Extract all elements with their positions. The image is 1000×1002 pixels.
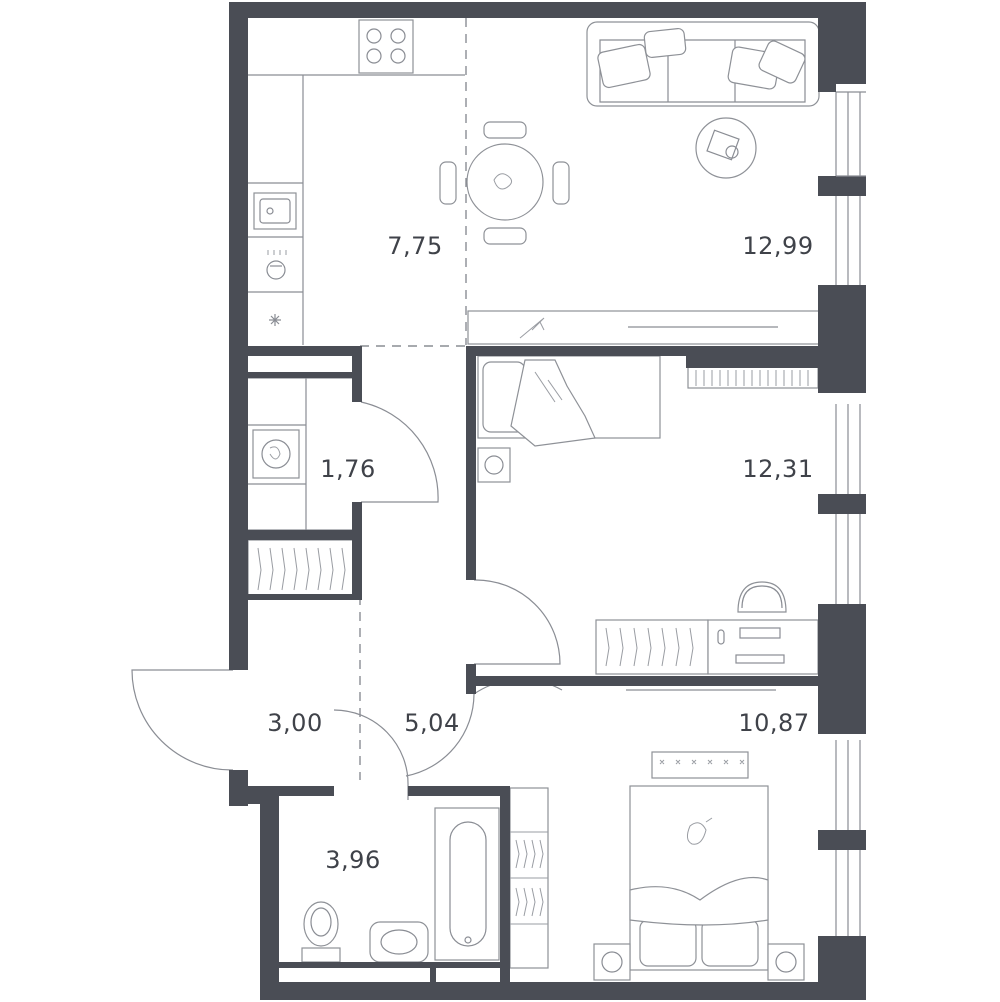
wardrobe-bedroom-1 xyxy=(595,619,709,675)
walls xyxy=(229,2,866,1000)
nightstands xyxy=(593,943,805,981)
sink-icon xyxy=(253,192,297,230)
washing-machine-icon xyxy=(248,377,352,531)
bed-bedroom-2 xyxy=(629,751,769,971)
cooktop-icon xyxy=(358,19,414,74)
desk xyxy=(707,619,819,675)
toilet xyxy=(301,901,341,963)
fridge-icon xyxy=(269,314,281,326)
tv-unit xyxy=(467,310,821,345)
room-area-living-room: 12,99 xyxy=(742,232,813,260)
sofa xyxy=(586,21,820,107)
room-area-laundry: 1,76 xyxy=(320,455,375,483)
windows xyxy=(835,91,866,936)
zone-dividers xyxy=(359,18,467,780)
room-area-kitchen: 7,75 xyxy=(387,232,442,260)
bathtub xyxy=(434,807,500,961)
room-area-bedroom-1: 12,31 xyxy=(742,455,813,483)
shelving-bathroom xyxy=(509,787,549,969)
wardrobe-entrance xyxy=(247,539,357,597)
dishwasher-icon xyxy=(266,250,287,280)
furniture-layer xyxy=(247,19,821,981)
room-area-hallway: 5,04 xyxy=(404,709,459,737)
bookshelf-bedroom-1 xyxy=(687,365,819,389)
room-area-labels: 7,75 12,99 1,76 12,31 3,00 5,04 10,87 3,… xyxy=(267,232,813,874)
washbasin xyxy=(369,921,429,963)
bed-bedroom-1 xyxy=(477,355,661,483)
coffee-table xyxy=(695,117,757,179)
kitchen-counter xyxy=(248,74,465,345)
desk-chair xyxy=(737,581,787,613)
dining-table xyxy=(439,121,570,245)
room-area-entrance: 3,00 xyxy=(267,709,322,737)
room-area-bathroom: 3,96 xyxy=(325,846,380,874)
room-area-bedroom-2: 10,87 xyxy=(738,709,809,737)
